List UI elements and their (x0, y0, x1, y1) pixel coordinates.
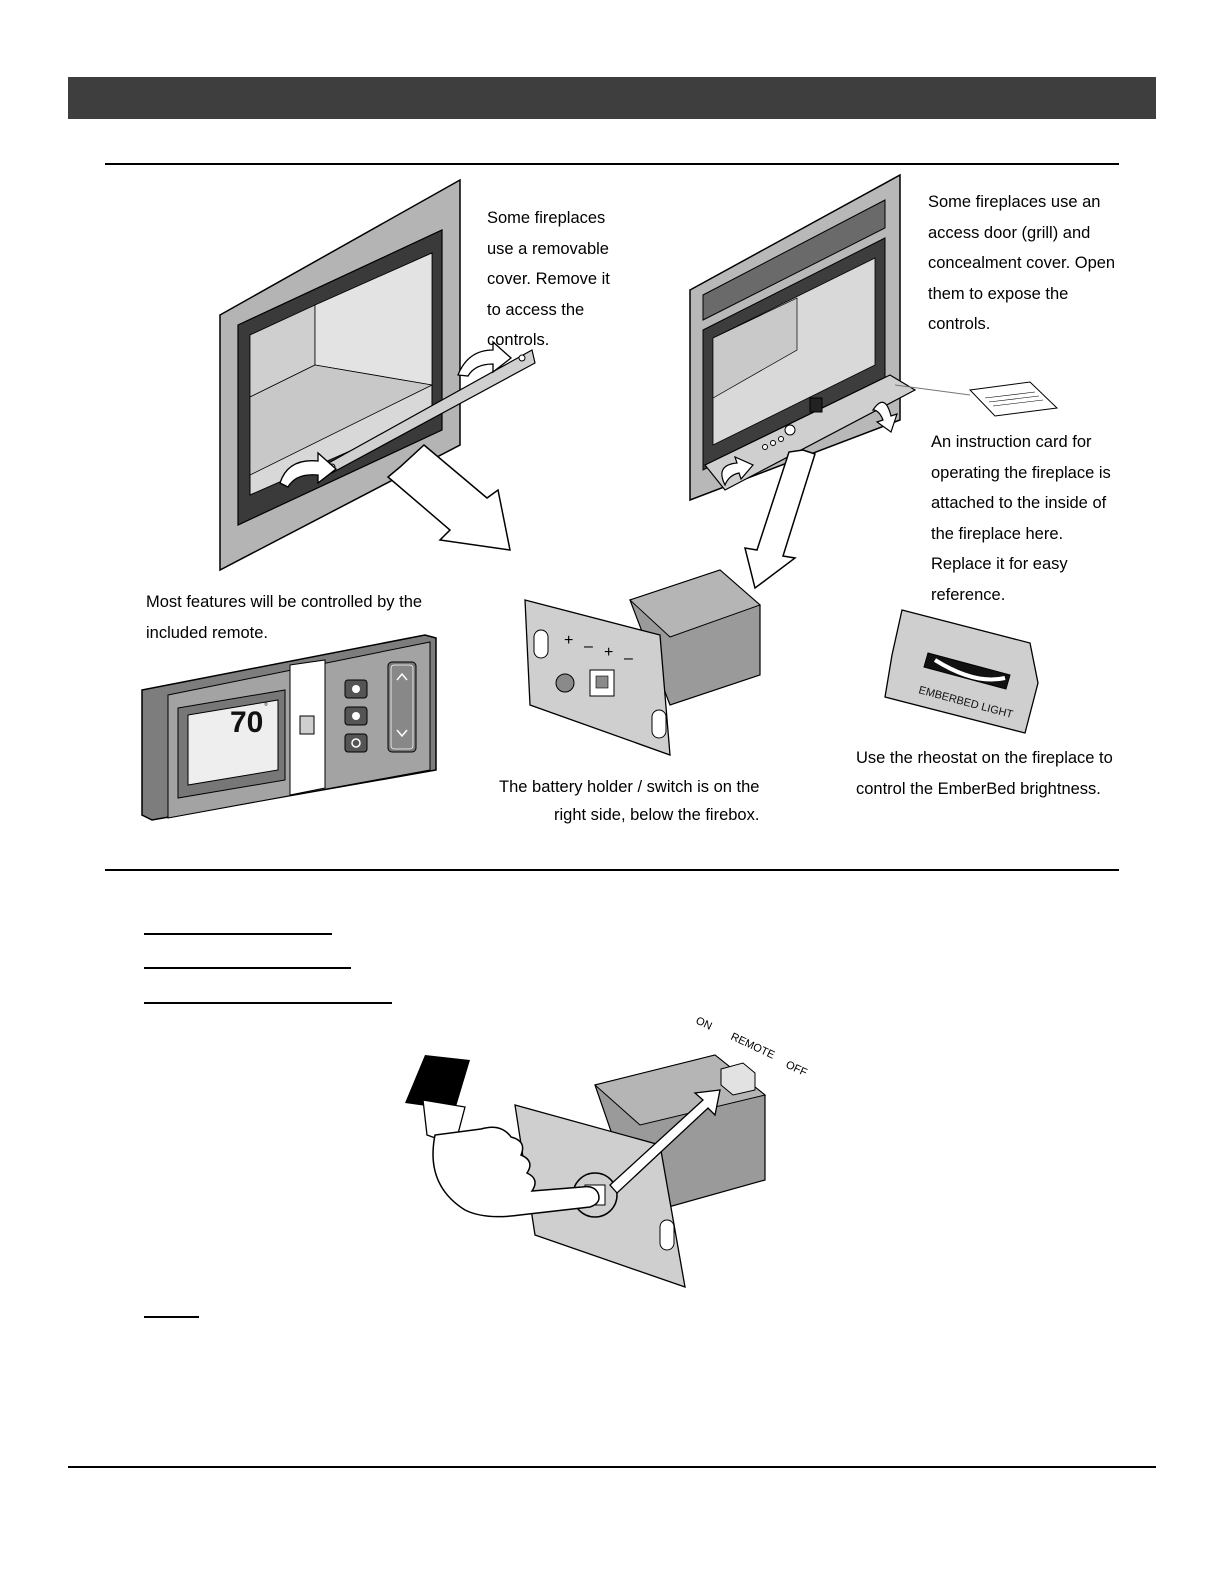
switch-label-off: OFF (784, 1059, 809, 1079)
caption-rheostat: Use the rheostat on the fireplace to con… (856, 749, 1113, 798)
middle-divider (105, 869, 1119, 871)
note-heading-underline (144, 1316, 199, 1318)
emberbed-rheostat-illustration: EMBERBED LIGHT (884, 609, 1039, 734)
battery-holder-illustration: + – + – (524, 569, 761, 756)
top-divider (105, 163, 1119, 165)
battery-switch-hand-illustration: ON REMOTE OFF (405, 1015, 809, 1288)
caption-access-door: Some fireplaces use an access door (gril… (928, 193, 1116, 333)
remote-control-illustration: 70 ° (141, 634, 437, 821)
fireplace-removable-cover-illustration (219, 178, 536, 572)
caption-battery-holder-line1: The battery holder / switch is on the (499, 778, 760, 796)
switch-label-remote: REMOTE (729, 1031, 777, 1062)
battery-mark-plus-1: + (564, 632, 573, 649)
battery-mark-plus-2: + (604, 644, 613, 661)
caption-battery-holder-line2: right side, below the firebox. (554, 806, 760, 824)
step-heading-underline-3 (144, 1002, 392, 1004)
step-heading-underline-2 (144, 967, 351, 969)
battery-mark-minus-2: – (624, 650, 633, 667)
remote-temperature-unit: ° (264, 702, 268, 713)
remote-temperature-readout: 70 (230, 706, 263, 739)
caption-instruction-card: An instruction card for operating the fi… (931, 433, 1111, 604)
switch-label-on: ON (694, 1015, 714, 1033)
step-heading-underline-1 (144, 933, 332, 935)
fireplace-access-door-illustration (689, 173, 1059, 590)
footer-divider (68, 1466, 1156, 1468)
battery-mark-minus-1: – (584, 638, 593, 655)
caption-removable-cover: Some fireplaces use a removable cover. R… (487, 209, 610, 349)
caption-remote: Most features will be controlled by the … (146, 593, 423, 642)
section-header-bar (68, 77, 1156, 119)
